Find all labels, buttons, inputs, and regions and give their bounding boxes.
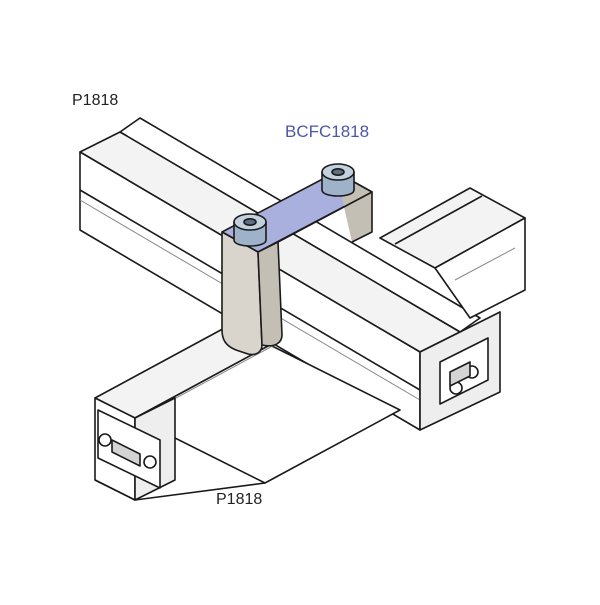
screw-front	[233, 213, 267, 247]
profile-right	[379, 187, 526, 319]
label-bracket: BCFC1818	[285, 122, 370, 141]
label-profile-lower: P1818	[216, 491, 263, 508]
screw-back	[321, 163, 355, 197]
profile-lower	[94, 324, 401, 501]
label-profile-upper: P1818	[72, 92, 119, 109]
